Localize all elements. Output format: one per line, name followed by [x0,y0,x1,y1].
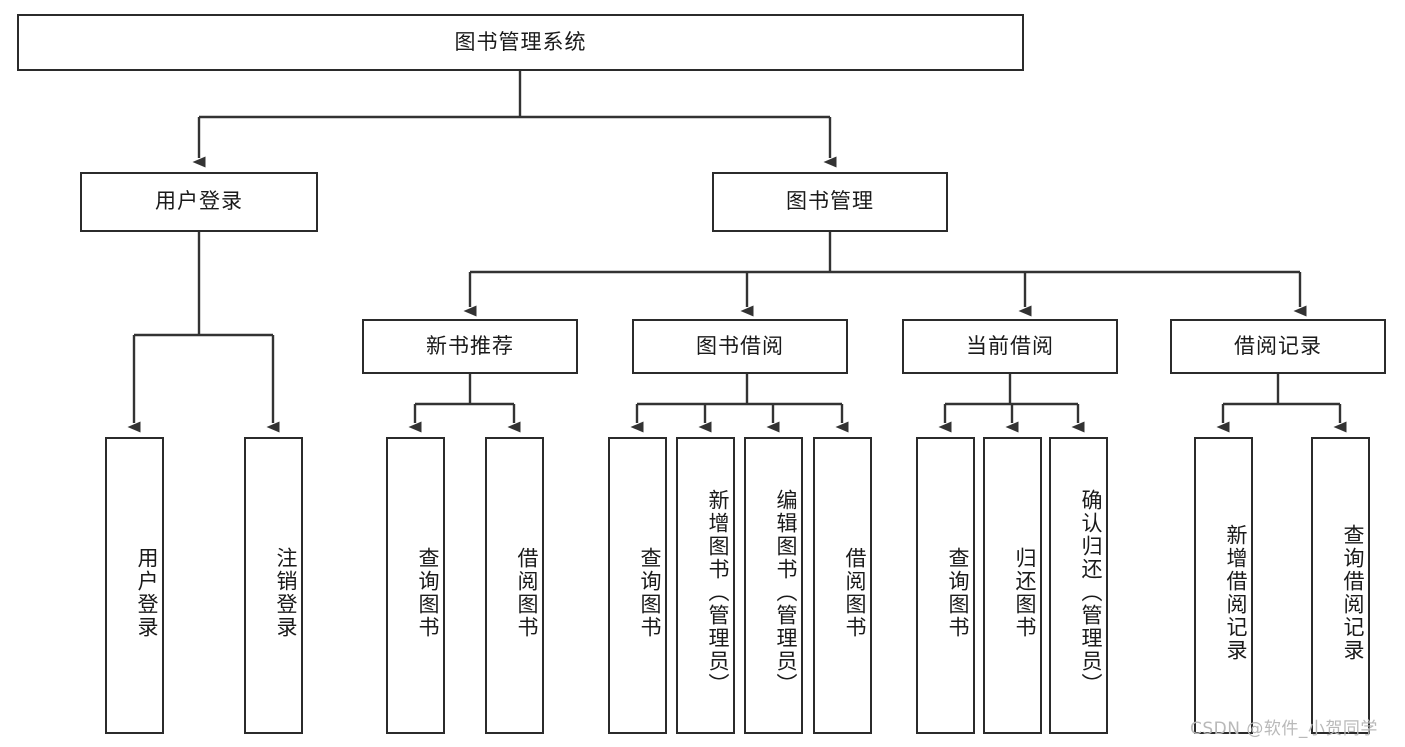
node-label: 图书管理 [786,189,874,214]
node-label: 注销登录 [274,546,298,639]
node-new-book-recommendation[interactable]: 新书推荐 [362,319,578,374]
node-label: 借阅图书 [843,546,867,639]
node-book-management[interactable]: 图书管理 [712,172,948,232]
node-label: 查询图书 [416,546,440,639]
node-label: 借阅记录 [1234,333,1322,358]
leaf-confirm-return-admin[interactable]: 确认归还（管理员） [1049,437,1108,734]
node-borrowing-record[interactable]: 借阅记录 [1170,319,1386,374]
node-label: 编辑图书（管理员） [774,489,798,696]
node-label: 当前借阅 [966,333,1054,358]
leaf-query-book-recommendation[interactable]: 查询图书 [386,437,445,734]
node-label: 查询图书 [638,546,662,639]
node-label: 查询图书 [946,546,970,639]
watermark-text: CSDN @软件_小贺同学 [1190,719,1378,739]
node-current-borrowing[interactable]: 当前借阅 [902,319,1118,374]
node-label: 图书管理系统 [454,29,587,54]
leaf-add-book-admin[interactable]: 新增图书（管理员） [676,437,735,734]
node-label: 用户登录 [155,189,243,214]
leaf-borrow-book-recommendation[interactable]: 借阅图书 [485,437,544,734]
node-label: 归还图书 [1013,546,1037,639]
leaf-return-book[interactable]: 归还图书 [983,437,1042,734]
leaf-edit-book-admin[interactable]: 编辑图书（管理员） [744,437,803,734]
node-user-login[interactable]: 用户登录 [80,172,318,232]
node-label: 查询借阅记录 [1341,523,1365,662]
node-book-management-system[interactable]: 图书管理系统 [17,14,1024,71]
leaf-borrow-book-borrowing[interactable]: 借阅图书 [813,437,872,734]
node-label: 新增借阅记录 [1224,523,1248,662]
node-label: 确认归还（管理员） [1079,489,1103,696]
leaf-user-login[interactable]: 用户登录 [105,437,164,734]
node-label: 新增图书（管理员） [706,489,730,696]
node-label: 图书借阅 [696,333,784,358]
node-label: 新书推荐 [426,333,514,358]
node-label: 借阅图书 [515,546,539,639]
leaf-query-borrow-record[interactable]: 查询借阅记录 [1311,437,1370,734]
node-label: 用户登录 [135,546,159,639]
node-book-borrowing[interactable]: 图书借阅 [632,319,848,374]
leaf-add-borrow-record[interactable]: 新增借阅记录 [1194,437,1253,734]
leaf-query-book-current[interactable]: 查询图书 [916,437,975,734]
leaf-query-book-borrowing[interactable]: 查询图书 [608,437,667,734]
leaf-logout[interactable]: 注销登录 [244,437,303,734]
